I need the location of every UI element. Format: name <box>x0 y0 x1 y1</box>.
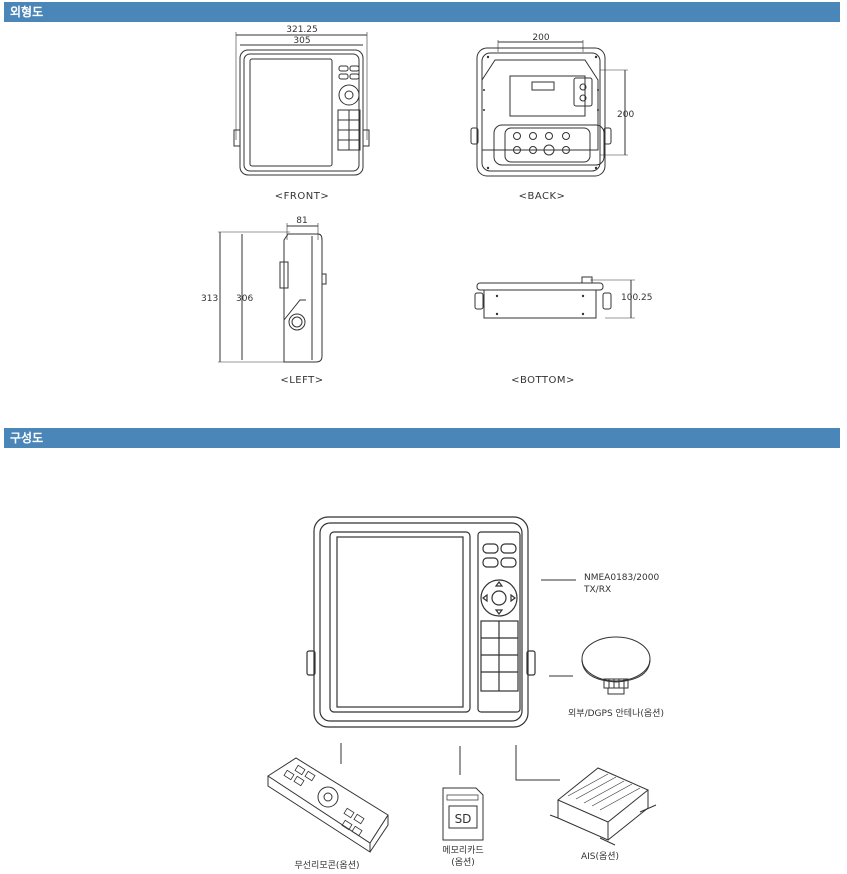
back-height-dim: 200 <box>617 110 634 120</box>
remote-control-drawing <box>267 757 389 853</box>
back-width-dim: 200 <box>532 33 549 43</box>
sd-card-label: SD <box>455 812 472 826</box>
antenna-label: 외부/DGPS 안테나(옵션) <box>568 709 664 719</box>
remote-label: 무선리모콘(옵션) <box>294 861 360 871</box>
front-width-outer-dim: 321.25 <box>286 25 318 35</box>
memory-card-label: 메모리카드 <box>442 846 484 856</box>
config-section-header: 구성도 <box>4 428 840 448</box>
left-height-outer-dim: 313 <box>201 294 218 304</box>
front-width-inner-dim: 305 <box>293 36 310 46</box>
back-view-drawing: 200 200 <box>470 33 634 177</box>
main-unit-drawing <box>306 516 536 728</box>
bottom-view-drawing: 100.25 <box>474 276 653 319</box>
txrx-label: TX/RX <box>584 585 612 595</box>
nmea-label: NMEA0183/2000 <box>584 573 660 583</box>
left-height-inner-dim: 306 <box>236 294 253 304</box>
left-view-drawing: 81 313 306 <box>201 216 327 363</box>
ais-box-drawing <box>549 767 657 846</box>
back-view-caption: <BACK> <box>518 191 566 202</box>
front-view-drawing: 321.25 305 <box>233 25 370 176</box>
memory-card-option-label: (옵션) <box>451 858 475 868</box>
sd-card-drawing: SD <box>442 787 484 841</box>
bottom-height-dim: 100.25 <box>621 293 653 303</box>
front-view-caption: <FRONT> <box>274 191 330 202</box>
outline-section-header: 외형도 <box>4 2 840 22</box>
connector-lines <box>340 579 576 781</box>
bottom-view-caption: <BOTTOM> <box>511 375 575 386</box>
gps-antenna-drawing <box>581 636 651 695</box>
left-view-caption: <LEFT> <box>280 375 324 386</box>
ais-label: AIS(옵션) <box>580 852 620 862</box>
left-depth-dim: 81 <box>296 216 307 226</box>
